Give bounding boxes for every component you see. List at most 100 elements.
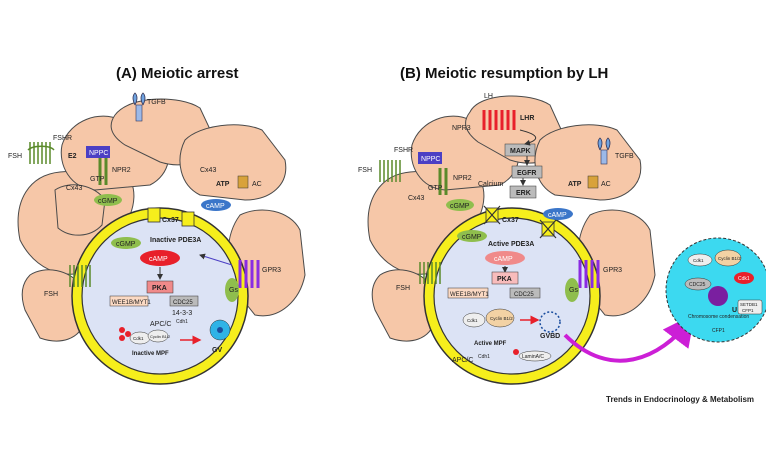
label-camp-gc-b: cAMP: [548, 212, 567, 219]
label-fsh-top-b: FSH: [358, 167, 372, 174]
label-nppc-b: NPPC: [421, 156, 440, 163]
label-cgmp-gc-a: cGMP: [98, 198, 118, 205]
journal-credit: Trends in Endocrinology & Metabolism: [606, 395, 754, 404]
camp-oocyte-a: [140, 250, 180, 266]
label-erk-b: ERK: [516, 190, 531, 197]
camp-gc-b: [543, 208, 573, 220]
label-cdk1-b: Cdk1: [467, 318, 478, 323]
pka-box-a: [146, 280, 174, 294]
panel-b-title: (B) Meiotic resumption by LH: [400, 65, 608, 82]
label-cgmp-oocyte-a: cGMP: [116, 241, 136, 248]
label-nppc-a: NPPC: [89, 150, 108, 157]
gs-protein-b: [565, 278, 579, 302]
egfr-box-b: [511, 165, 543, 179]
label-calcium-b: Calcium: [478, 181, 503, 188]
label-inactive-pde3a: Inactive PDE3A: [150, 237, 201, 244]
label-egfr-b: EGFR: [517, 170, 536, 177]
nppc-box-b: [418, 152, 442, 164]
panel-a-title: (A) Meiotic arrest: [116, 65, 239, 82]
label-inset-cdk1-top: Cdk1: [693, 258, 704, 263]
tgfb-receptor-a: [132, 92, 146, 122]
lamin-box-b: [518, 350, 552, 362]
label-lhr-b: LHR: [520, 115, 534, 122]
wee1b-box-b: [447, 287, 489, 299]
label-inset-cfp1: CFP1: [742, 308, 754, 313]
label-apc-b: APC/C: [452, 357, 473, 364]
label-gv-a: GV: [212, 347, 222, 354]
label-lamin-b: LaminA/C: [522, 354, 544, 360]
label-camp-oocyte-b: cAMP: [494, 256, 513, 263]
phospho-dot-a1: [119, 327, 125, 333]
inset-cdk1-right: [734, 272, 754, 284]
cgmp-oocyte-b: [457, 230, 487, 242]
label-inset-cyclin-top: Cyclin B1/2: [718, 256, 741, 261]
label-cx43-right-a: Cx43: [200, 167, 216, 174]
label-cdh1-b: Cdh1: [478, 354, 490, 360]
label-camp-gc-a: cAMP: [206, 203, 225, 210]
label-cyclin-a: Cyclin B1/2: [150, 334, 171, 339]
erk-box-b: [509, 185, 537, 199]
label-inset-cdk1-right: Cdk1: [738, 276, 750, 282]
label-apc-a: APC/C: [150, 321, 171, 328]
phospho-dot-b1: [513, 349, 519, 355]
fsh-side-receptor-a: [69, 265, 91, 287]
panel-b: LH LHR MAPK EGFR ERK Calcium TGFB FSH FS…: [358, 93, 656, 385]
label-fshr-a: FSHR: [53, 135, 72, 142]
cgmp-oocyte-a: [111, 237, 141, 249]
cx37-junction-a-2: [181, 211, 195, 227]
camp-oocyte-b: [485, 251, 525, 265]
label-cdc25-a: CDC25: [173, 300, 193, 306]
granulosa-cells-a: [17, 98, 306, 342]
granulosa-cells-b: [367, 95, 656, 342]
label-tgfb-a: TGFB: [147, 99, 166, 106]
label-ac-b: AC: [601, 181, 611, 188]
label-cx43-left-a: Cx43: [66, 185, 82, 192]
label-lh-b: LH: [484, 93, 493, 100]
label-npr2-a: NPR2: [112, 167, 131, 174]
cyclin-b: [485, 308, 515, 328]
inset-cdc25: [684, 277, 712, 291]
label-fsh-side-b: FSH: [396, 285, 410, 292]
label-npr3-b: NPR3: [452, 125, 471, 132]
label-cx37-a: Cx37: [162, 217, 179, 224]
label-cyclin-b: Cyclin B1/2: [490, 316, 513, 321]
label-1433-a: 14-3-3: [172, 310, 192, 317]
ac-enzyme-b: [587, 175, 599, 189]
lhr-receptor-b: [482, 110, 516, 130]
cyclin-a: [147, 329, 169, 343]
inset-chromosome-condensation: Cdk1 Cyclin B1/2 CDC25 Cdk1 Chromosome c…: [665, 237, 766, 343]
label-inset-setdb: SETDB1: [740, 302, 758, 307]
label-ac-a: AC: [252, 181, 262, 188]
inset-cdk1-top: [687, 253, 713, 267]
inset-cyclin-top: [714, 249, 742, 267]
label-cgmp-gc-b: cGMP: [450, 203, 470, 210]
label-gs-a: Gs: [229, 287, 238, 294]
label-cdh1-a: Cdh1: [176, 319, 188, 325]
label-atp-a: ATP: [216, 181, 230, 188]
label-tgfb-b: TGFB: [615, 153, 634, 160]
label-inset-u: U: [732, 307, 737, 314]
label-wee1b-b: WEE1B/MYT1: [450, 292, 489, 298]
cdc25-box-b: [509, 287, 541, 299]
label-gtp-b: GTP: [428, 185, 443, 192]
gvbd-nucleus: [539, 311, 561, 333]
mapk-box-b: [504, 143, 536, 157]
cdc25-box-a: [169, 295, 199, 307]
gpr3-receptor-a: [238, 260, 260, 288]
label-mapk-b: MAPK: [510, 148, 531, 155]
label-cdk1-a: Cdk1: [133, 336, 144, 341]
npr2-receptor-b: [438, 168, 448, 195]
label-fsh-side-a: FSH: [44, 291, 58, 298]
label-pka-b: PKA: [497, 276, 512, 283]
gpr3-receptor-b: [578, 260, 600, 288]
label-pka-a: PKA: [152, 285, 167, 292]
label-active-mpf: Active MPF: [474, 341, 507, 347]
label-gvbd: GVBD: [540, 333, 560, 340]
npr2-receptor-a: [98, 158, 108, 185]
label-gpr3-a: GPR3: [262, 267, 281, 274]
inset-setdb-box: [737, 299, 763, 315]
cgmp-gc-a: [94, 194, 122, 206]
pka-box-b: [491, 271, 519, 285]
label-gs-b: Gs: [569, 287, 578, 294]
